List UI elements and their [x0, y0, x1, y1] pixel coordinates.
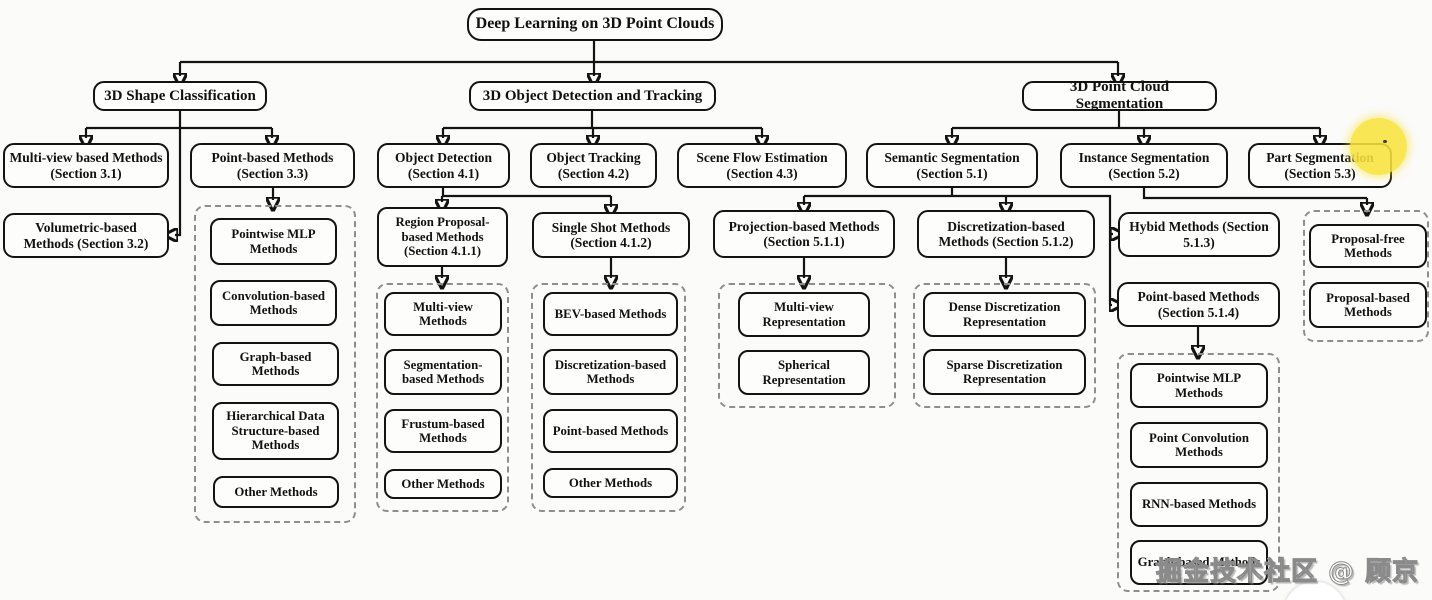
node-hierarchical-data-structure-methods: Hierarchical Data Structure-based Method… — [212, 402, 339, 460]
node-pointwise-mlp-methods-cls: Pointwise MLP Methods — [210, 218, 337, 265]
node-spherical-representation: Spherical Representation — [738, 350, 870, 395]
node-projection-based-methods-5-1-1: Projection-based Methods (Section 5.1.1) — [713, 210, 895, 258]
node-graph-based-methods-cls: Graph-based Methods — [212, 342, 339, 386]
group-projection-representations — [718, 283, 896, 408]
node-hybid-methods-5-1-3: Hybid Methods (Section 5.1.3) — [1118, 212, 1280, 257]
node-3d-shape-classification: 3D Shape Classification — [93, 81, 267, 111]
node-deep-learning-on-3d-point-clouds: Deep Learning on 3D Point Clouds — [467, 8, 723, 41]
node-point-based-methods-3-3: Point-based Methods (Section 3.3) — [190, 143, 355, 188]
node-multi-view-methods-det: Multi-view Methods — [384, 292, 502, 336]
group-point-based-segmentation-methods — [1117, 353, 1280, 592]
group-discretization-representations — [913, 283, 1096, 408]
node-rnn-based-methods: RNN-based Methods — [1130, 482, 1268, 527]
node-proposal-free-methods: Proposal-free Methods — [1309, 224, 1427, 268]
group-single-shot-methods — [531, 283, 686, 512]
node-region-proposal-based-methods-4-1-1: Region Proposal-based Methods (Section 4… — [377, 207, 508, 267]
node-multi-view-based-methods-3-1: Multi-view based Methods (Section 3.1) — [3, 143, 169, 188]
node-convolution-based-methods-cls: Convolution-based Methods — [210, 280, 337, 326]
node-volumetric-based-methods-3-2: Volumetric-based Methods (Section 3.2) — [3, 213, 169, 258]
node-point-based-methods-5-1-4: Point-based Methods (Section 5.1.4) — [1117, 282, 1280, 327]
node-scene-flow-estimation-4-3: Scene Flow Estimation (Section 4.3) — [677, 143, 847, 188]
node-discretization-based-methods-5-1-2: Discretization-based Methods (Section 5.… — [917, 210, 1095, 258]
node-discretization-based-methods-det: Discretization-based Methods — [543, 349, 678, 395]
group-region-proposal-methods — [376, 283, 509, 512]
watermark-text: 掘金技术社区 @ 顾京 — [1155, 557, 1420, 588]
group-instance-segmentation-methods — [1303, 210, 1429, 342]
node-pointwise-mlp-methods-seg: Pointwise MLP Methods — [1130, 363, 1268, 408]
node-semantic-segmentation-5-1: Semantic Segmentation (Section 5.1) — [866, 143, 1038, 188]
node-point-based-methods-det: Point-based Methods — [543, 409, 678, 453]
node-dense-discretization-representation: Dense Discretization Representation — [923, 292, 1086, 337]
node-single-shot-methods-4-1-2: Single Shot Methods (Section 4.1.2) — [532, 212, 690, 258]
node-other-methods-cls: Other Methods — [213, 476, 339, 508]
node-object-tracking-4-2: Object Tracking (Section 4.2) — [530, 143, 657, 188]
node-bev-based-methods: BEV-based Methods — [543, 292, 678, 336]
node-sparse-discretization-representation: Sparse Discretization Representation — [923, 349, 1086, 395]
node-multi-view-representation: Multi-view Representation — [738, 292, 870, 337]
group-point-based-classification-methods — [194, 205, 356, 523]
node-proposal-based-methods: Proposal-based Methods — [1309, 282, 1427, 328]
node-other-methods-region-proposal: Other Methods — [384, 469, 502, 499]
node-graph-based-methods-seg: Graph-based Methods — [1130, 540, 1268, 585]
node-point-convolution-methods: Point Convolution Methods — [1130, 422, 1268, 468]
node-3d-point-cloud-segmentation: 3D Point Cloud Segmentation — [1022, 79, 1217, 112]
node-3d-object-detection-and-tracking: 3D Object Detection and Tracking — [469, 81, 716, 111]
node-other-methods-single-shot: Other Methods — [543, 468, 678, 498]
cursor-dot — [1383, 140, 1387, 143]
node-frustum-based-methods-det: Frustum-based Methods — [384, 409, 502, 453]
node-segmentation-based-methods-det: Segmentation-based Methods — [384, 349, 502, 395]
highlight-marker — [1350, 118, 1407, 175]
node-object-detection-4-1: Object Detection (Section 4.1) — [377, 143, 510, 188]
node-instance-segmentation-5-2: Instance Segmentation (Section 5.2) — [1060, 143, 1228, 188]
